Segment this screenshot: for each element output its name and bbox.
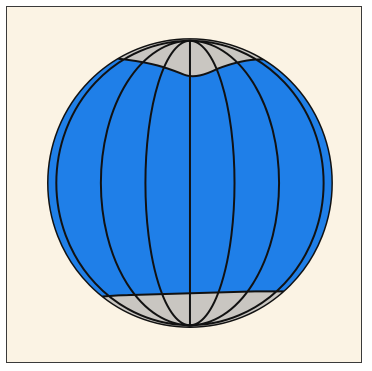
image-frame: [6, 6, 362, 363]
globe-figure: [7, 7, 361, 362]
